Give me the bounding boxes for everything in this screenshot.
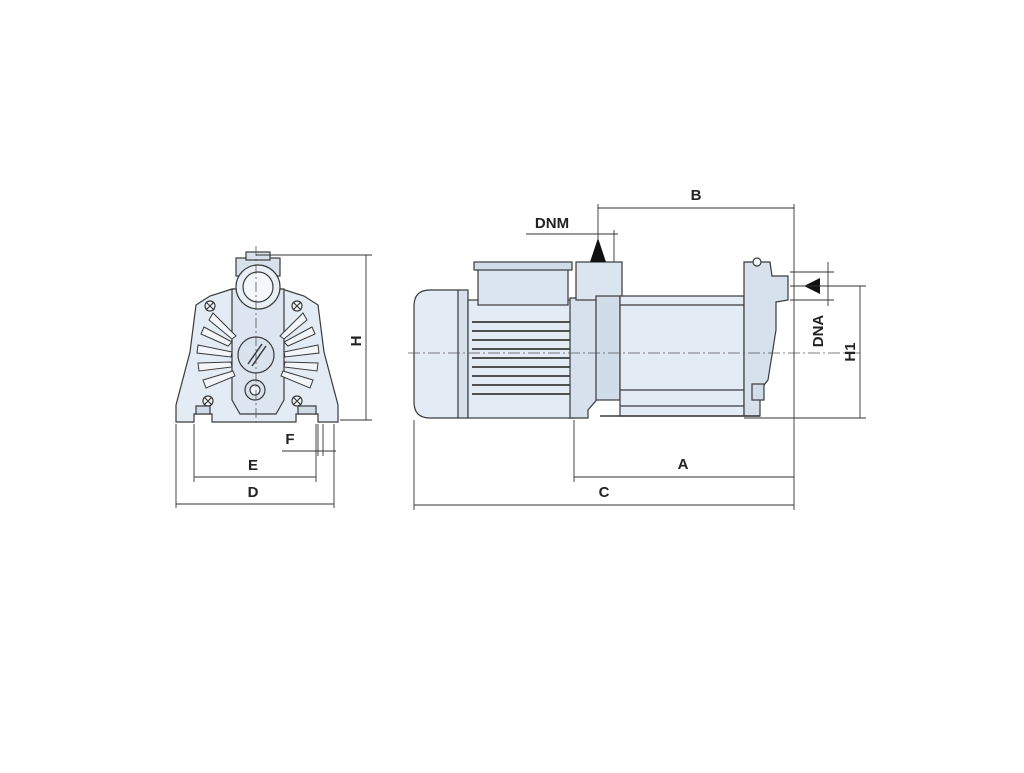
side-cooling-fins <box>472 321 570 395</box>
front-view <box>175 246 339 424</box>
side-suction-head <box>743 261 789 417</box>
label-H1: H1 <box>842 342 859 361</box>
side-motor-body <box>467 299 575 419</box>
side-dimensions <box>413 204 866 510</box>
label-B: B <box>691 187 702 204</box>
side-outlet-riser <box>575 261 623 301</box>
label-C: C <box>599 484 610 501</box>
label-H: H <box>348 336 365 347</box>
side-view <box>408 257 862 419</box>
label-F: F <box>285 431 294 448</box>
label-A: A <box>678 456 689 473</box>
side-pump-casing <box>619 295 745 417</box>
outlet-flow-arrow <box>590 238 606 262</box>
label-E: E <box>248 457 258 474</box>
front-fan-vents <box>196 312 320 389</box>
front-bolts <box>202 300 303 407</box>
label-D: D <box>248 484 259 501</box>
side-fan-cover <box>413 289 463 419</box>
label-DNM: DNM <box>535 215 569 232</box>
front-dimensions <box>175 254 372 508</box>
side-terminal-box <box>477 264 569 306</box>
label-DNA: DNA <box>810 315 827 348</box>
